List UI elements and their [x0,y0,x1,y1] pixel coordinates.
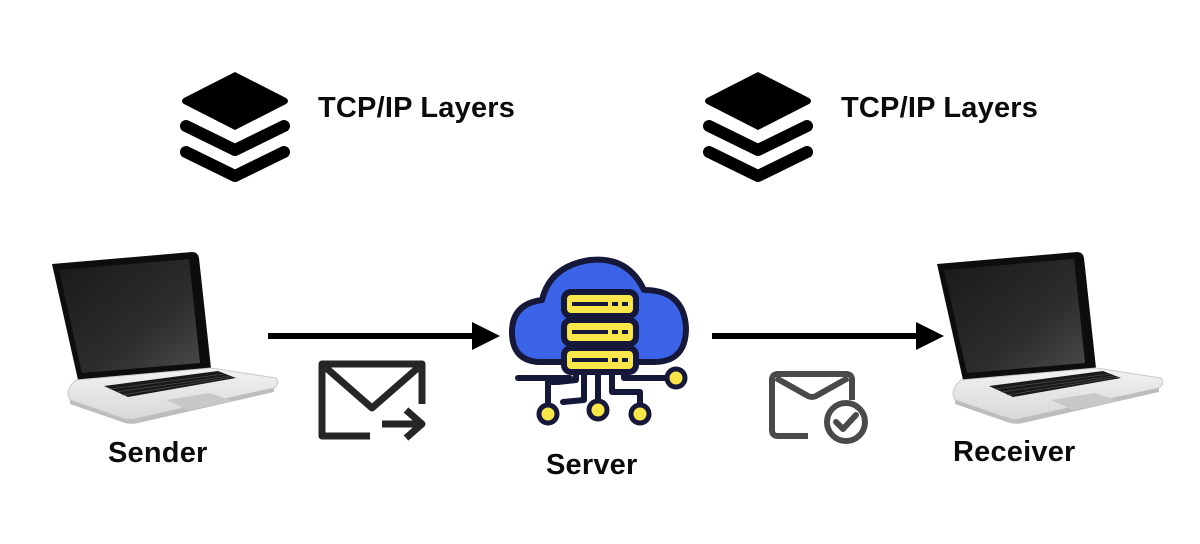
arrow-sender-to-server [268,322,500,350]
mail-send-icon [318,360,428,442]
receiver-label: Receiver [953,436,1076,468]
arrow-server-to-receiver [712,322,944,350]
mail-check-icon [768,370,870,444]
sender-label: Sender [108,437,208,469]
cloud-server-icon [508,252,692,432]
layers-title: TCP/IP Layers [318,92,516,124]
sender-laptop-icon [48,250,280,425]
layers-stack-icon [178,68,292,182]
layers-stack-icon [701,68,815,182]
server-label: Server [546,449,638,481]
layers-title: TCP/IP Layers [841,92,1039,124]
receiver-laptop-icon [933,250,1165,425]
